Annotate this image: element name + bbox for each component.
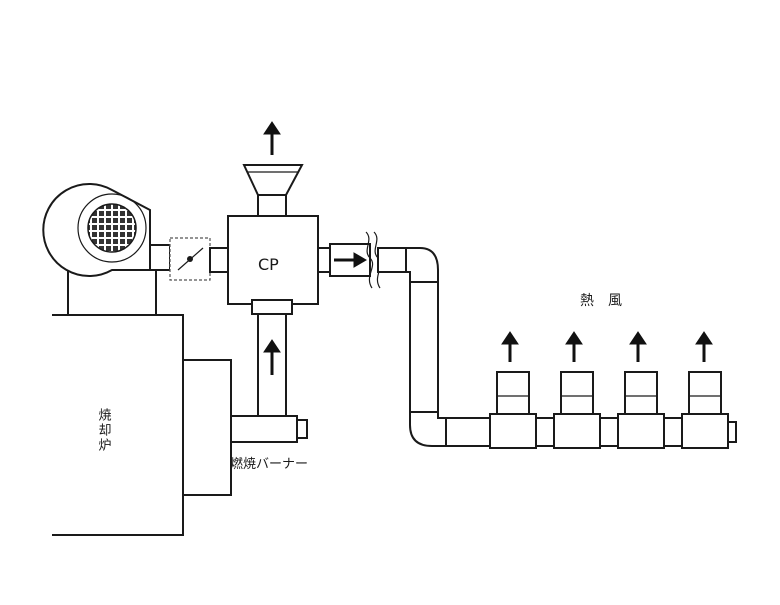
burner: 燃焼バーナー	[230, 415, 308, 472]
burner-label: 燃焼バーナー	[230, 456, 308, 472]
exhaust-funnel	[242, 164, 304, 217]
incinerator-body: 焼却炉	[52, 314, 232, 536]
fan-icon	[42, 183, 171, 277]
hot-air-arrows	[501, 331, 713, 362]
incinerator-label: 焼却炉	[96, 408, 112, 453]
transfer-pipe	[377, 247, 447, 447]
cp-box: CP	[227, 215, 319, 305]
damper-icon	[169, 237, 229, 281]
fan-stand	[67, 269, 157, 316]
outlet-duct	[317, 231, 382, 289]
hot-air-label: 熱 風	[580, 293, 622, 309]
manifold-pipe	[445, 413, 737, 449]
riser-pipe	[251, 299, 293, 417]
flow-arrow-icon	[263, 121, 281, 155]
outlet-stubs	[496, 371, 722, 415]
cp-label: CP	[258, 255, 279, 274]
